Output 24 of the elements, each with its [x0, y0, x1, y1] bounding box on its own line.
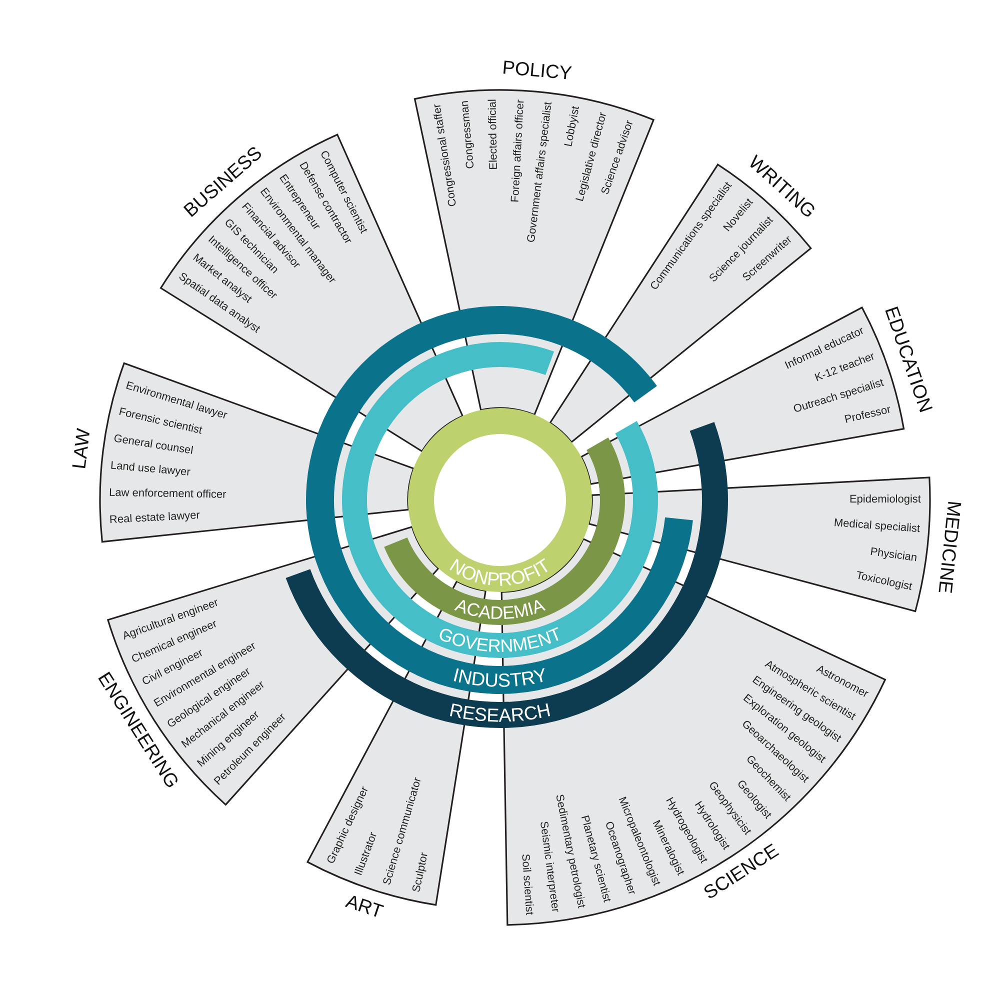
job-title: Medical specialist [834, 517, 920, 536]
category-heading: ART [342, 892, 385, 924]
job-title: Lobbyist [562, 105, 583, 148]
ring-label: RESEARCH [448, 699, 552, 726]
category-heading: MEDICINE [932, 500, 963, 594]
job-title: Seismic interpreter [536, 820, 562, 914]
job-title: Soil scientist [518, 854, 536, 916]
job-title: Physician [869, 546, 918, 565]
ring-label: ACADEMIA [452, 594, 548, 624]
category-heading: POLICY [502, 58, 574, 86]
job-title: Elected official [486, 98, 501, 170]
job-title: Epidemiologist [849, 494, 921, 506]
job-title: Foreign affairs officer [509, 99, 527, 203]
ring-label: NONPROFIT [446, 554, 554, 590]
job-title: Law enforcement officer [108, 486, 226, 502]
job-title: Real estate lawyer [109, 509, 200, 527]
job-title: Land use lawyer [110, 460, 191, 480]
ring-label: GOVERNMENT [436, 624, 564, 656]
job-title: General counsel [112, 432, 194, 458]
job-title: Government affairs specialist [525, 101, 556, 244]
job-title: Sculptor [410, 851, 432, 894]
ring-label: INDUSTRY [450, 665, 549, 692]
category-heading: LAW [70, 427, 96, 470]
job-title: Congressman [458, 100, 478, 170]
